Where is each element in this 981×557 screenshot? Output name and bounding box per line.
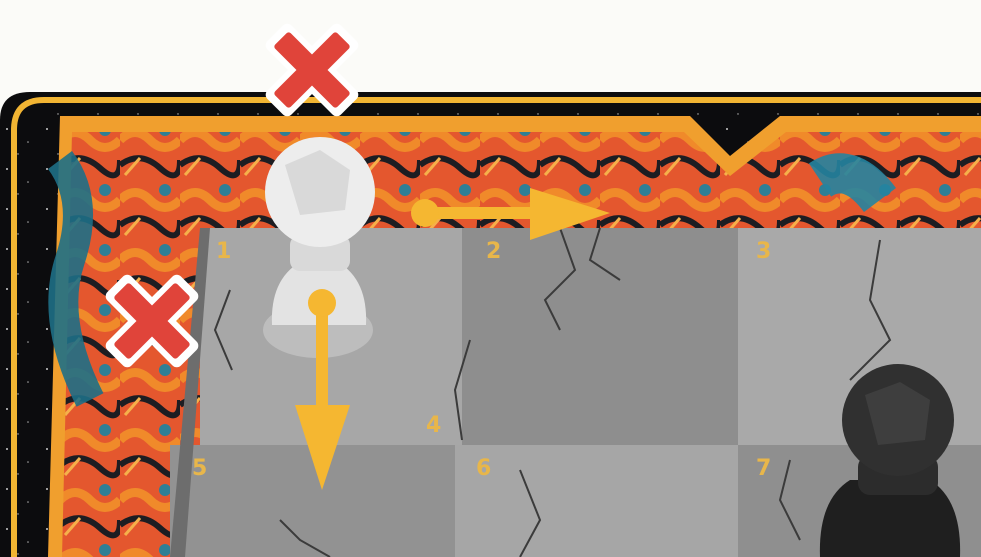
square-5[interactable] [170, 445, 455, 557]
square-number-7: 7 [756, 456, 771, 481]
square-number-3: 3 [756, 239, 771, 264]
square-number-1: 1 [216, 239, 231, 264]
square-6[interactable] [455, 445, 738, 557]
square-number-4: 4 [426, 413, 441, 438]
square-number-2: 2 [486, 239, 501, 264]
square-2[interactable] [462, 228, 738, 445]
square-number-6: 6 [476, 456, 491, 481]
square-number-5: 5 [192, 456, 207, 481]
